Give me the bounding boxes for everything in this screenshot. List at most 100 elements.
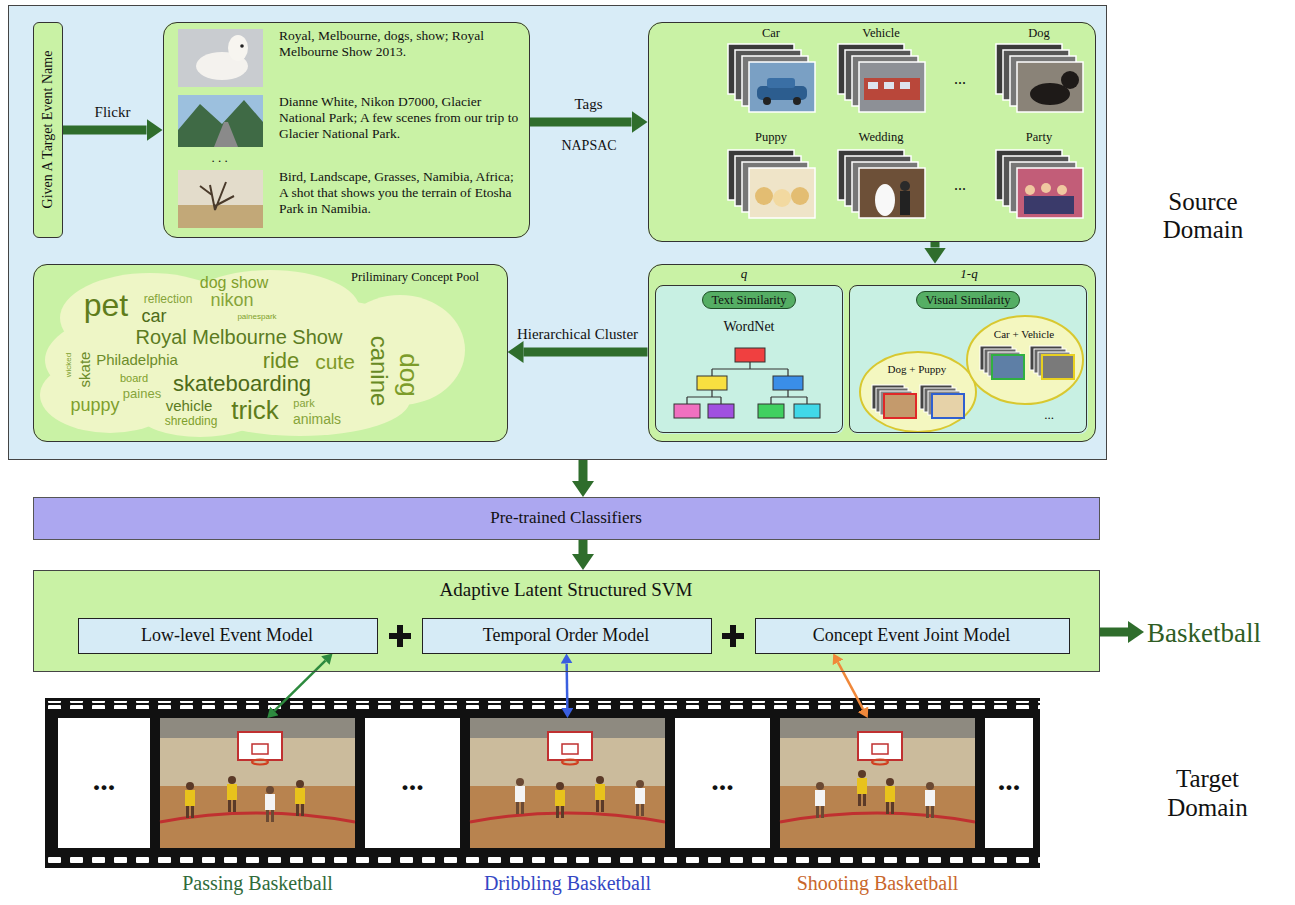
- text-slot: Vehicle: [862, 26, 899, 40]
- image-stack: [763, 97, 771, 105]
- flow-arrow: [524, 348, 648, 357]
- cloud-word: painespark: [237, 313, 276, 321]
- video-frame-picture: [595, 776, 605, 812]
- video-frame-picture: [185, 782, 195, 818]
- image-stack: [900, 191, 910, 215]
- arrow-label: Hierarchical Cluster: [517, 326, 638, 343]
- image-stack: [859, 62, 925, 112]
- wordnet-tree: [758, 404, 784, 418]
- node-text: ...: [954, 176, 966, 194]
- text-slot: Car: [762, 26, 780, 40]
- frame-caption: Passing Basketball: [182, 872, 333, 895]
- image-stack: [791, 187, 809, 205]
- text-slot: Temporal Order Model: [483, 625, 650, 646]
- text-slot: Target Domain: [1150, 765, 1265, 823]
- text-slot: skateboarding: [173, 373, 311, 395]
- cloud-word: board: [120, 373, 148, 384]
- text-slot: dog show: [200, 275, 269, 291]
- node-text: 1-q: [960, 267, 977, 282]
- photo-thumbnail: [214, 122, 238, 147]
- model-box: Low-level Event Model: [78, 618, 378, 654]
- node-text: Visual Similarity: [916, 291, 1019, 309]
- flow-arrow: [931, 242, 940, 248]
- video-frame-picture: [857, 770, 867, 806]
- domain-heading: Target Domain: [1150, 765, 1265, 823]
- text-slot: Dianne White, Nikon D7000, Glacier Natio…: [279, 94, 519, 143]
- image-stack: [755, 187, 773, 205]
- flow-arrow: [579, 540, 588, 554]
- text-slot: ...: [711, 763, 734, 798]
- text-slot: Shooting Basketball: [797, 872, 959, 895]
- text-slot: wicked: [65, 353, 73, 377]
- node-text: Low-level Event Model: [141, 625, 313, 646]
- wordnet-tree: [674, 404, 700, 418]
- text-slot: puppy: [70, 396, 119, 414]
- node-text: Party: [1026, 130, 1052, 144]
- video-frame-picture: [635, 780, 645, 816]
- text-slot: Dog: [1028, 26, 1050, 40]
- cloud-word: Philadelphia: [96, 352, 178, 367]
- panel-fill: [8, 5, 1107, 460]
- photo-thumbnail: [178, 170, 263, 228]
- text-slot: Car + Vehicle: [994, 328, 1054, 341]
- film-strip: [675, 718, 770, 848]
- text-slot: Hierarchical Cluster: [517, 326, 638, 343]
- film-strip: [45, 698, 1040, 868]
- cloud-word: car: [141, 307, 166, 325]
- node-text: Dog: [1028, 26, 1050, 40]
- cloud-word: animals: [293, 412, 341, 426]
- video-frame-picture: [470, 718, 665, 848]
- node-text: Adaptive Latent Structured SVM: [440, 579, 693, 601]
- film-strip: [45, 857, 1040, 865]
- concept-pool-box: Priliminary Concept Pooldog showpetrefle…: [33, 264, 508, 442]
- video-frame-picture: [515, 778, 525, 814]
- text-slot: Royal, Melbourne, dogs, show; Royal Melb…: [279, 28, 519, 60]
- model-box: Concept Event Joint Model: [755, 618, 1070, 654]
- image-stack: [1024, 196, 1074, 214]
- photo-thumbnail: [178, 100, 263, 147]
- text-slot: Royal Melbourne Show: [136, 327, 343, 347]
- frame-caption: Shooting Basketball: [797, 872, 959, 895]
- flow-arrow: [1100, 628, 1128, 637]
- text-slot: dog: [396, 353, 422, 396]
- cloud-word: Royal Melbourne Show: [136, 327, 343, 347]
- image-stack: [728, 44, 1083, 218]
- wordnet-tree: [708, 404, 734, 418]
- cloud-word: dog show: [200, 275, 269, 291]
- text-slot: . . .: [177, 148, 262, 166]
- video-frame: Passing Basketball: [160, 718, 355, 848]
- text-slot: Basketball: [1147, 618, 1261, 649]
- node-text: Dianne White, Nikon D7000, Glacier Natio…: [279, 94, 519, 143]
- node-text: q: [741, 267, 748, 282]
- cloud-word: reflection: [144, 293, 193, 305]
- text-slot: Dribbling Basketball: [484, 872, 651, 895]
- image-stack: [1061, 71, 1079, 89]
- box-fill: [33, 22, 1100, 672]
- image-stack: [793, 97, 801, 105]
- arrow-label: NAPSAC: [561, 138, 616, 154]
- film-strip: [365, 718, 460, 848]
- wordnet-tree: [773, 376, 803, 390]
- cloud-word: pet: [84, 289, 128, 321]
- ellipsis: ...: [998, 763, 1021, 798]
- visual-cluster: [860, 316, 1083, 432]
- image-stack: [1017, 168, 1083, 218]
- text-slot: vehicle: [166, 398, 213, 413]
- text-slot: Tags: [574, 96, 602, 113]
- text-slot: Source Domain: [1146, 188, 1261, 246]
- video-frame-picture: [160, 718, 975, 848]
- text-slot: ...: [1044, 408, 1054, 423]
- link-arrow: [565, 663, 568, 708]
- text-slot: park: [293, 398, 314, 409]
- photo-thumbnail: [178, 29, 263, 228]
- text-slot: q: [741, 267, 748, 282]
- plus-sign: [397, 625, 403, 647]
- source-domain-panel: Source DomainGiven A Target Event NameRo…: [8, 5, 1107, 460]
- cloud-word: shredding: [165, 415, 218, 427]
- image-stack: [1017, 62, 1083, 112]
- wordnet-tree: [674, 348, 820, 418]
- text-slot: ...: [93, 763, 116, 798]
- similarity-box: q1-qText SimilarityWordNetVisual Similar…: [648, 264, 1096, 442]
- text-slot: Concept Event Joint Model: [813, 625, 1010, 646]
- video-frame-picture: [227, 776, 237, 812]
